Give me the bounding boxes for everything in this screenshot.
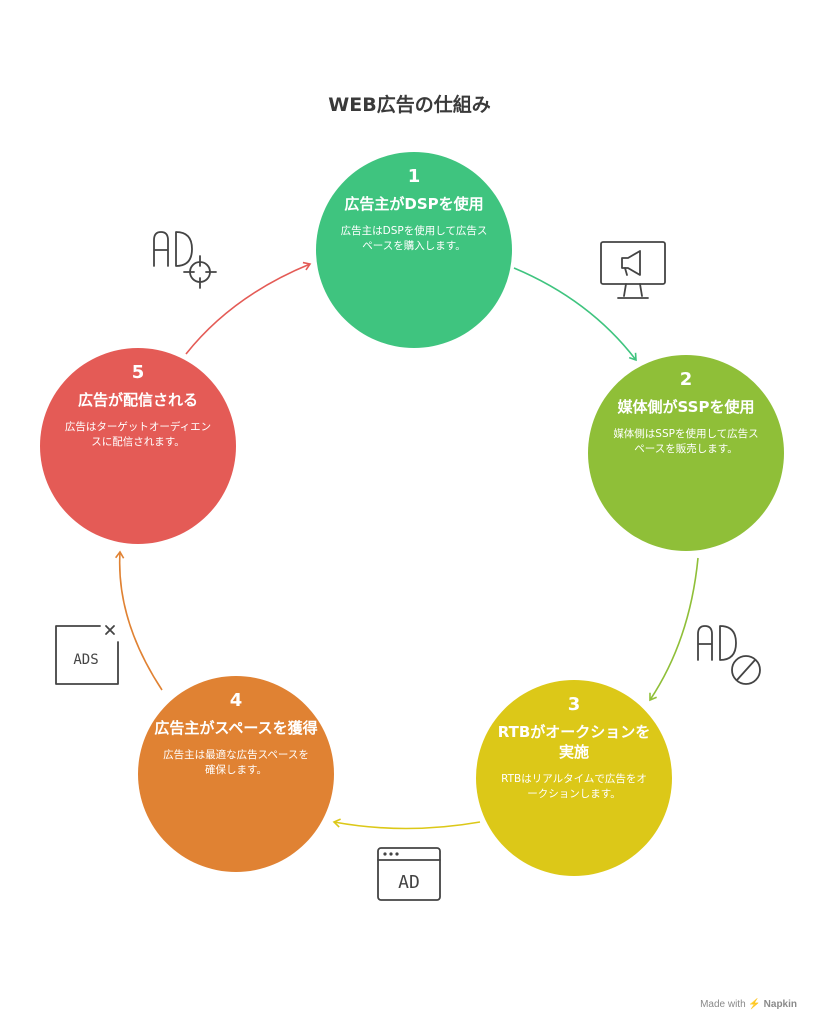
step-2-circle: 2 媒体側がSSPを使用 媒体側はSSPを使用して広告スペースを販売します。 — [588, 355, 784, 551]
step-title: 媒体側がSSPを使用 — [617, 398, 755, 416]
arrow-3-to-4 — [332, 818, 481, 830]
step-1-circle: 1 広告主がDSPを使用 広告主はDSPを使用して広告スペースを購入します。 — [316, 152, 512, 348]
ad-browser-window-icon: AD — [377, 847, 441, 901]
step-4-circle: 4 広告主がスペースを獲得 広告主は最適な広告スペースを確保します。 — [138, 676, 334, 872]
ads-window-text: ADS — [73, 652, 98, 668]
monitor-megaphone-icon — [600, 241, 666, 299]
step-description: 広告主はDSPを使用して広告スペースを購入します。 — [340, 225, 488, 252]
diagram-title: WEB広告の仕組み — [328, 94, 491, 116]
step-description: 媒体側はSSPを使用して広告スペースを販売します。 — [613, 428, 759, 455]
step-description: RTBはリアルタイムで広告をオークションします。 — [501, 773, 647, 800]
step-description: 広告はターゲットオーディエンスに配信されます。 — [64, 421, 212, 448]
step-description: 広告主は最適な広告スペースを確保します。 — [163, 749, 309, 776]
step-number: 2 — [679, 369, 693, 390]
napkin-logo-icon: ⚡ — [748, 999, 761, 1010]
step-title: 広告主がDSPを使用 — [344, 195, 484, 213]
step-number: 1 — [407, 166, 421, 187]
step-5-circle: 5 広告が配信される 広告はターゲットオーディエンスに配信されます。 — [40, 348, 236, 544]
step-number: 5 — [131, 362, 145, 383]
step-title: 広告主がスペースを獲得 — [154, 719, 318, 737]
step-title: RTBがオークションを実施 — [497, 723, 651, 761]
arrow-1-to-2 — [513, 267, 637, 362]
arrow-2-to-3 — [649, 557, 699, 702]
step-number: 3 — [567, 694, 581, 715]
made-with-label: Made with — [700, 999, 746, 1010]
step-title: 広告が配信される — [77, 391, 198, 409]
step-3-circle: 3 RTBがオークションを実施 RTBはリアルタイムで広告をオークションします。 — [476, 680, 672, 876]
ad-browser-text: AD — [398, 872, 420, 893]
ad-target-icon — [153, 231, 217, 289]
step-number: 4 — [229, 690, 243, 711]
arrow-4-to-5 — [115, 550, 163, 691]
ad-block-icon — [697, 625, 761, 685]
ads-window-icon: ADS — [55, 625, 119, 685]
footer-credit: Made with ⚡ Napkin — [700, 999, 797, 1010]
arrow-5-to-1 — [185, 261, 312, 355]
brand-label: Napkin — [763, 999, 797, 1010]
